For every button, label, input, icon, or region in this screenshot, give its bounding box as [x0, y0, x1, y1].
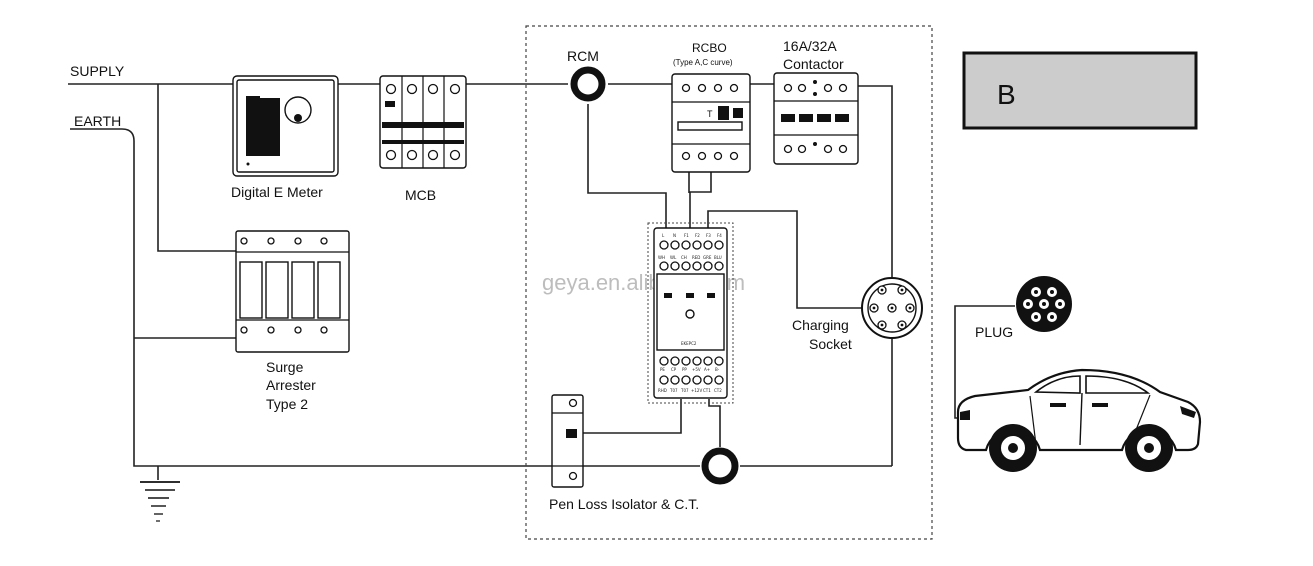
surge-label-line1: Surge: [266, 359, 304, 375]
rcm-label: RCM: [567, 48, 599, 64]
supply-label: SUPPLY: [70, 63, 125, 79]
legend-box: B: [962, 51, 1198, 130]
contactor-label-line1: 16A/32A: [783, 38, 837, 54]
plug-label: PLUG: [975, 324, 1013, 340]
ctrl-top-label-5: F3: [706, 233, 711, 238]
ctrl-row2-label-5: GRE: [703, 255, 712, 260]
ctrl-bottom-label-6: B-: [715, 367, 720, 372]
surge-label-line2: Arrester: [266, 377, 316, 393]
surge-arrester-icon: [235, 230, 350, 353]
ctrl-bottom-label-3: PP: [682, 367, 687, 372]
charging-socket-icon: [861, 277, 923, 339]
ctrl-bottom-label-2: CP: [671, 367, 677, 372]
ctrl-row2-label-3: CH: [681, 255, 687, 260]
charging-socket-label-line2: Socket: [809, 336, 852, 352]
current-transformer-icon: [701, 447, 739, 485]
contactor-icon: [773, 72, 859, 165]
ctrl-row4-label-2: T07: [669, 388, 678, 393]
rcm-current-monitor-icon: [570, 66, 606, 102]
rcbo-icon: T: [671, 73, 751, 173]
charging-plug-icon: [1016, 276, 1072, 332]
pen-loss-label: Pen Loss Isolator & C.T.: [549, 496, 699, 512]
ctrl-top-label-2: N: [673, 233, 676, 238]
ctrl-row2-label-1: WH: [658, 255, 665, 260]
ctrl-top-label-3: F1: [684, 233, 689, 238]
ev-charging-controller-icon: L N F1 F2 F3 F4 WH WL CH RED GRE BLU EKE…: [647, 222, 734, 404]
contactor-label-line2: Contactor: [783, 56, 844, 72]
ctrl-row4-label-3: T07: [680, 388, 689, 393]
ctrl-row2-label-6: BLU: [714, 255, 722, 260]
ctrl-row4-label-5: CT1: [703, 388, 711, 393]
ctrl-bottom-label-4: +5V: [692, 367, 701, 372]
ctrl-top-label-4: F2: [695, 233, 700, 238]
ctrl-row4-label-4: +12V: [691, 388, 702, 393]
ctrl-top-label-6: F4: [717, 233, 722, 238]
digital-meter-label: Digital E Meter: [231, 184, 323, 200]
ctrl-model-label: EKEPC2: [681, 341, 697, 346]
ctrl-bottom-label-5: A+: [704, 367, 710, 372]
electric-car-icon: [956, 368, 1202, 472]
rcbo-sub-label: (Type A,C curve): [673, 58, 733, 67]
ctrl-bottom-label-1: PE: [660, 367, 665, 372]
mcb-icon: [379, 75, 467, 169]
rcbo-label: RCBO: [692, 41, 727, 55]
ctrl-row2-label-2: WL: [670, 255, 677, 260]
ground-symbol-icon: [140, 481, 180, 522]
mcb-label: MCB: [405, 187, 436, 203]
wiring: [68, 83, 1015, 480]
legend-box-label: B: [997, 79, 1016, 110]
ctrl-row4-label-6: CT2: [714, 388, 722, 393]
surge-label-line3: Type 2: [266, 396, 308, 412]
enclosure-boundary: [525, 25, 933, 540]
ctrl-row2-label-4: RED: [692, 255, 700, 260]
earth-label: EARTH: [74, 113, 121, 129]
digital-meter-icon: [232, 75, 339, 177]
pen-loss-isolator-icon: [551, 394, 584, 488]
ctrl-row4-label-1: RHD: [658, 388, 667, 393]
charging-socket-label-line1: Charging: [792, 317, 849, 333]
rcbo-test-label: T: [707, 109, 713, 119]
ctrl-top-label-1: L: [662, 233, 665, 238]
